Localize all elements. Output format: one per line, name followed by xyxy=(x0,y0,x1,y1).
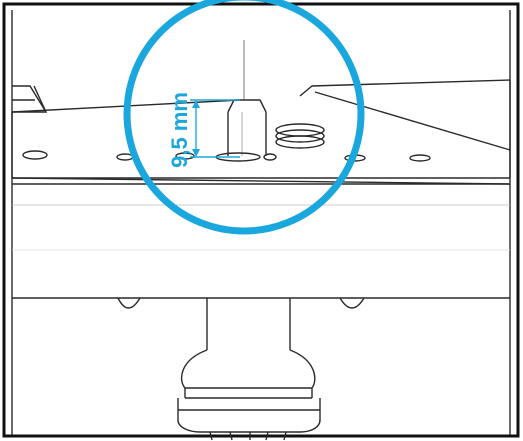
mounting-bolt-right xyxy=(339,297,365,309)
dimension-marker xyxy=(190,99,240,158)
highlight-circle xyxy=(123,0,365,235)
diagram-frame xyxy=(2,2,520,438)
adjustable-foot xyxy=(177,298,321,441)
mounting-bolt-left xyxy=(117,297,141,309)
center-stud xyxy=(215,40,267,162)
dimension-label: 9,5 mm xyxy=(167,92,192,168)
